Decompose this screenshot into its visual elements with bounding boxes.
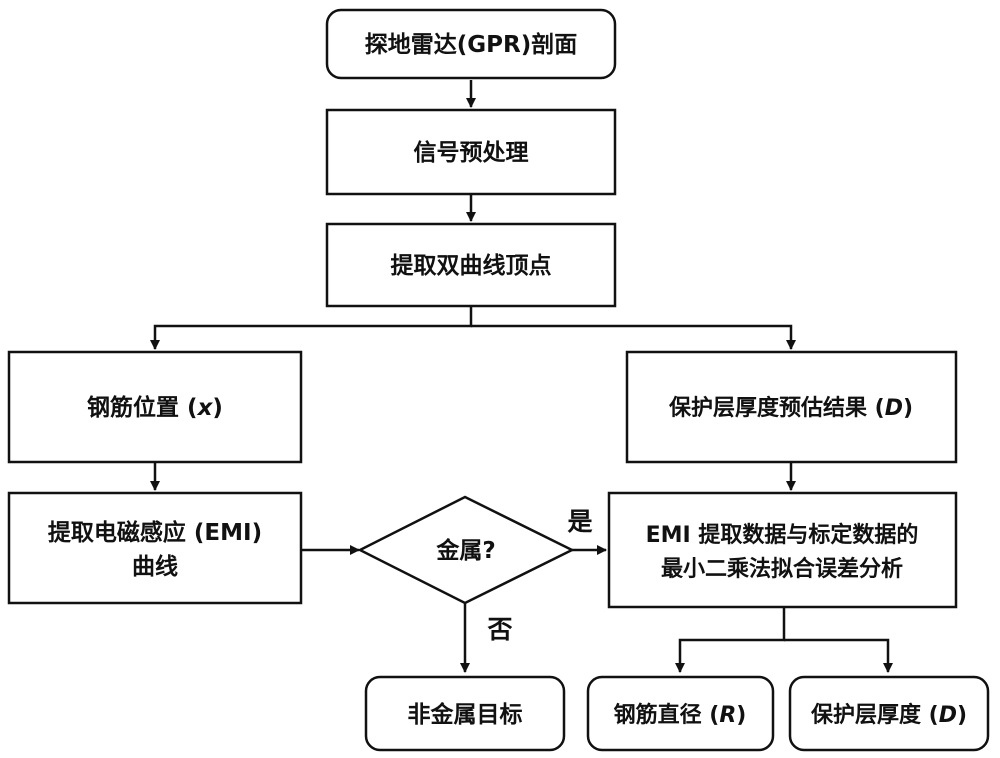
metal-decision-diamond (357, 495, 575, 605)
emi-curve-box (7, 491, 303, 605)
rebar-position-label: 钢筋位置 (x) (87, 394, 223, 421)
yes-label: 是 (567, 507, 592, 536)
fit-analysis-box (607, 491, 958, 609)
cover-thickness-label: 保护层厚度 (D) (810, 702, 967, 728)
cover-estimate-label: 保护层厚度预估结果 (D) (668, 395, 913, 421)
edge-fit-to-cover (784, 638, 893, 673)
emi-curve-label-line1: 提取电磁感应 (EMI) (48, 519, 262, 546)
edges (150, 80, 893, 673)
gpr-profile-label: 探地雷达(GPR)剖面 (365, 31, 577, 58)
cover-estimate-box (625, 350, 958, 464)
rebar-diameter-label: 钢筋直径 (R) (614, 702, 747, 728)
rebar-diameter-box (586, 675, 775, 752)
fit-analysis-label-line2: 最小二乘法拟合误差分析 (661, 556, 903, 582)
non-metal-target-box (364, 675, 566, 752)
preprocess-label: 信号预处理 (414, 139, 529, 166)
edge-apex-to-rebar-position (150, 306, 473, 350)
apex-box (325, 222, 617, 308)
no-label: 否 (486, 615, 512, 644)
preprocess-box (325, 108, 617, 196)
edge-fit-to-diameter (675, 607, 786, 673)
rebar-position-box (7, 350, 303, 464)
fit-analysis-label-line1: EMI 提取数据与标定数据的 (646, 522, 919, 548)
metal-decision-label: 金属? (435, 537, 495, 564)
node-labels: 探地雷达(GPR)剖面 信号预处理 提取双曲线顶点 钢筋位置 (x) 保护层厚度… (48, 31, 967, 728)
edge-labels: 是 否 (486, 507, 592, 644)
emi-curve-label-line2: 曲线 (132, 553, 178, 580)
edge-apex-to-cover-estimate (471, 324, 796, 350)
node-shapes (7, 8, 990, 752)
gpr-profile-box (325, 8, 617, 80)
cover-thickness-box (788, 675, 990, 752)
apex-label: 提取双曲线顶点 (391, 252, 552, 279)
non-metal-target-label: 非金属目标 (408, 701, 523, 728)
